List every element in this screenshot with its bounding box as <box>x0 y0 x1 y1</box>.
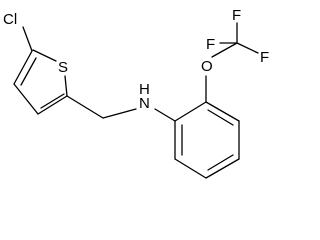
bond-c5-cl <box>22 26 33 52</box>
amine-nitrogen-label: N <box>139 95 150 112</box>
bond-b2-b3-double <box>207 109 234 126</box>
sulfur-atom-label: S <box>58 59 68 76</box>
bond-ch2-n <box>102 108 137 119</box>
bond-c-f-right <box>236 42 259 54</box>
benzene-ring <box>174 101 240 179</box>
bond-b2-b3 <box>205 101 240 122</box>
bond-b1-b2 <box>174 101 207 122</box>
structure-diagram: Cl S N H O F F F <box>3 7 269 179</box>
bond-c3-c2-double <box>40 93 65 109</box>
fluorine-left-label: F <box>206 36 215 53</box>
bond-b5-b6 <box>174 158 207 179</box>
bond-c5-c4-double <box>20 57 37 86</box>
bond-c2-s <box>64 75 68 97</box>
amine-hydrogen-label: H <box>139 81 150 98</box>
bond-c4-c3 <box>13 83 39 115</box>
bond-b4-b5-double <box>207 154 234 171</box>
bond-o-cf3 <box>211 42 238 58</box>
chlorine-atom-label: Cl <box>3 11 17 28</box>
bond-c5-c4 <box>13 50 33 85</box>
thiophene-ring <box>13 49 68 115</box>
bond-c2-ch2 <box>66 95 104 119</box>
bond-b4-b5 <box>205 158 240 179</box>
ether-oxygen-label: O <box>201 58 213 75</box>
fluorine-right-label: F <box>260 49 269 66</box>
bond-s-c5 <box>32 49 57 62</box>
fluorine-top-label: F <box>232 7 241 24</box>
bond-n-ring <box>154 108 176 122</box>
bond-c3-c2 <box>37 95 68 115</box>
